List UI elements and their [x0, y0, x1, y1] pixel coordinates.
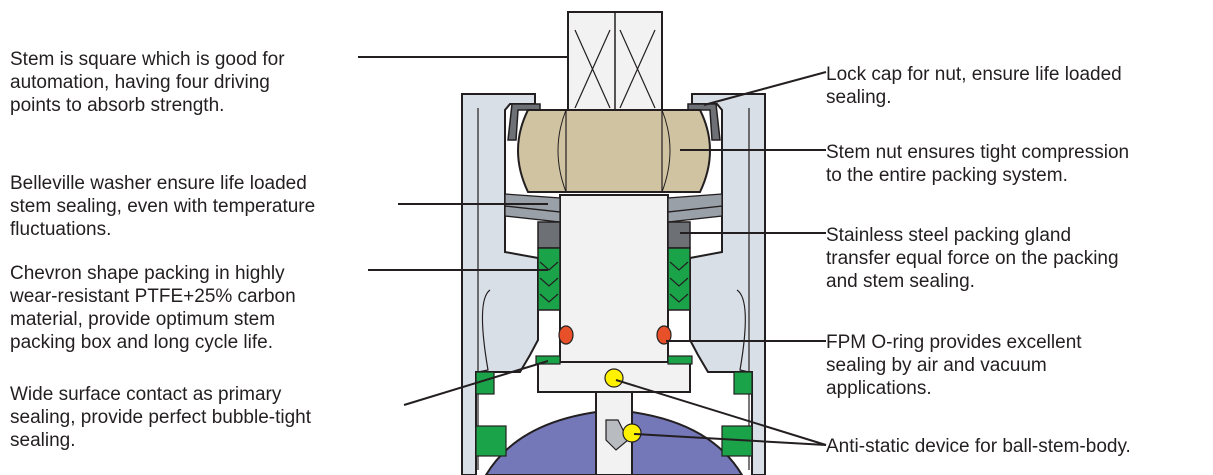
anti-static-ball-upper [604, 368, 624, 388]
body-side-pocket-left [477, 289, 491, 373]
packing-gland-left [537, 221, 561, 249]
callout-anti-static: Anti-static device for ball-stem-body. [826, 436, 1131, 457]
leader-lines [358, 56, 827, 446]
stem-shaft [559, 194, 669, 366]
chevron-lines-right [669, 261, 689, 303]
leader-anti-static-lower [633, 433, 827, 446]
belleville-washer-right [667, 193, 723, 223]
nut-chamfer-left [557, 109, 567, 193]
oring-left [558, 325, 574, 345]
callout-packing-gland: Stainless steel packing gland transfer e… [826, 225, 1119, 292]
callout-stem-nut: Stem nut ensures tight compression to th… [826, 142, 1130, 186]
stem-flat-cross-4 [619, 29, 656, 109]
stem-flat-cross-2 [574, 29, 611, 109]
anti-static-ball-lower [622, 423, 642, 443]
callout-chevron-packing: Chevron shape packing in highly wear-res… [10, 263, 296, 353]
callout-wide-surface-contact: Wide surface contact as primary sealing,… [10, 384, 312, 451]
leader-lock-cap [703, 71, 827, 106]
chevron-lines-left [539, 261, 559, 303]
chevron-packing-left [537, 247, 561, 311]
callout-lock-cap: Lock cap for nut, ensure life loaded sea… [826, 64, 1122, 108]
thrust-seal-right [667, 355, 693, 365]
packing-gland-right [667, 221, 691, 249]
stem-tang-slot [605, 419, 629, 451]
chevron-packing-right [667, 247, 691, 311]
leader-wide-surface [403, 360, 549, 406]
seat-seal-left [475, 425, 507, 457]
oring-right [656, 325, 672, 345]
thrust-seal-left [535, 355, 561, 365]
nut-chamfer-right [661, 109, 671, 193]
body-seal-right [733, 371, 753, 395]
callout-fpm-oring: FPM O-ring provides excellent sealing by… [826, 332, 1082, 399]
leader-anti-static-upper [615, 379, 827, 446]
belleville-washer-left [504, 193, 561, 223]
callout-belleville-washer: Belleville washer ensure life loaded ste… [10, 173, 316, 240]
body-side-pocket-right [736, 289, 750, 373]
callout-stem-square: Stem is square which is good for automat… [10, 49, 285, 116]
